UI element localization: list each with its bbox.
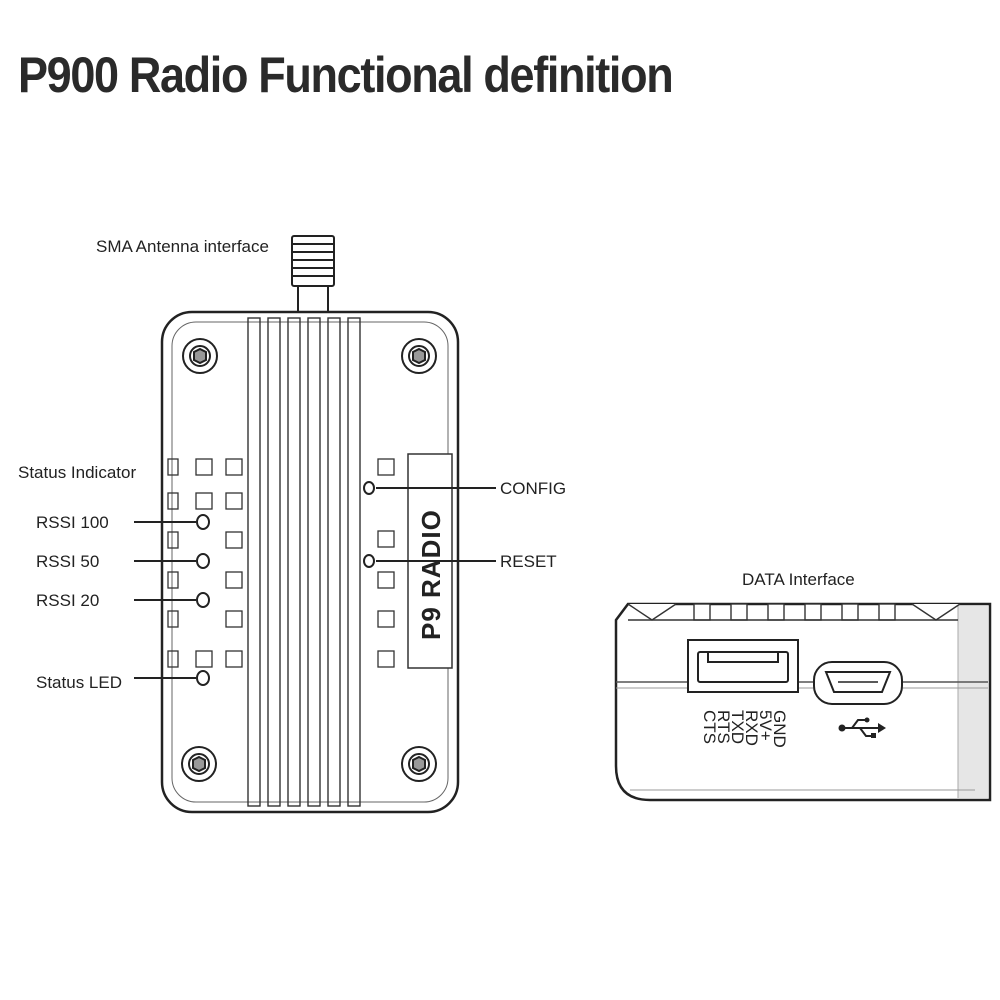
usb-icon: [838, 717, 886, 738]
page-title: P900 Radio Functional definition: [18, 47, 674, 103]
pin-label-gnd: GND: [770, 710, 789, 748]
left-vent-grid: [167, 458, 243, 668]
status-led: [196, 670, 210, 686]
rssi-50-label: RSSI 50: [36, 552, 99, 571]
pin-label-txd: TXD: [728, 710, 747, 744]
brand-plate-text: P9 RADIO: [416, 509, 446, 640]
config-label: CONFIG: [500, 479, 566, 498]
usb-port: [813, 661, 903, 705]
rssi-100-led: [196, 514, 210, 530]
config-button: [363, 481, 375, 495]
radio-side-view: [614, 602, 992, 802]
mounting-screw-icon: [182, 338, 218, 374]
data-interface-label: DATA Interface: [742, 570, 855, 589]
pin-labels: GND 5V+ RXD TXD RTS CTS: [700, 710, 789, 748]
pin-label-rts: RTS: [714, 710, 733, 744]
antenna-label: SMA Antenna interface: [96, 237, 269, 256]
status-led-label: Status LED: [36, 673, 122, 692]
sma-antenna-connector: [291, 235, 335, 317]
heatsink-fins: [247, 317, 361, 807]
mounting-screw-icon: [401, 746, 437, 782]
reset-label: RESET: [500, 552, 557, 571]
rssi-100-label: RSSI 100: [36, 513, 109, 532]
rssi-50-led: [196, 553, 210, 569]
reset-button: [363, 554, 375, 568]
rssi-20-led: [196, 592, 210, 608]
pin-label-5v: 5V+: [756, 710, 775, 741]
rssi-20-label: RSSI 20: [36, 591, 99, 610]
pin-label-cts: CTS: [700, 710, 719, 744]
status-indicator-label: Status Indicator: [18, 463, 136, 482]
mounting-screw-icon: [181, 746, 217, 782]
pin-label-rxd: RXD: [742, 710, 761, 746]
data-connector: [687, 639, 799, 693]
right-vent-grid: [377, 458, 395, 668]
side-fins: [627, 603, 961, 621]
mounting-screw-icon: [401, 338, 437, 374]
